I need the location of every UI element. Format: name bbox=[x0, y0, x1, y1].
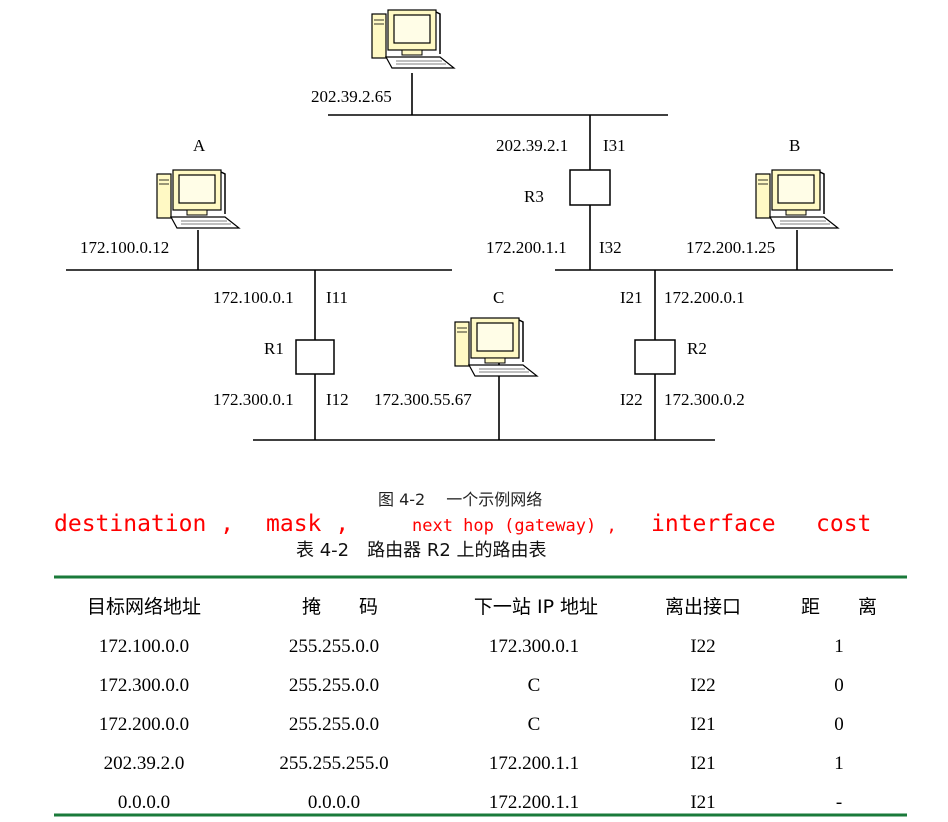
header-destination: 目标网络地址 bbox=[87, 596, 201, 618]
r2-bottom-ip: 172.300.0.2 bbox=[664, 390, 745, 409]
cell-next-hop: C bbox=[528, 714, 541, 735]
r2-label: R2 bbox=[687, 339, 707, 358]
network-links bbox=[66, 73, 893, 441]
r1-top-interface: I11 bbox=[326, 288, 348, 307]
annotation-destination: destination , bbox=[54, 511, 234, 537]
r2-top-ip: 172.200.0.1 bbox=[664, 288, 745, 307]
header-mask: 掩 码 bbox=[302, 596, 378, 618]
r2-top-interface: I21 bbox=[620, 288, 643, 307]
r3-top-ip: 202.39.2.1 bbox=[496, 136, 568, 155]
routing-table-header: 目标网络地址 掩 码 下一站 IP 地址 离出接口 距 离 bbox=[87, 596, 877, 618]
cell-mask: 255.255.0.0 bbox=[289, 714, 379, 735]
cell-destination: 172.100.0.0 bbox=[99, 636, 189, 657]
r3-top-interface: I31 bbox=[603, 136, 626, 155]
table-title: 表 4-2 路由器 R2 上的路由表 bbox=[296, 540, 547, 561]
header-interface: 离出接口 bbox=[665, 596, 741, 618]
header-distance: 距 离 bbox=[801, 596, 877, 618]
r3-bottom-interface: I32 bbox=[599, 238, 622, 257]
r1-label: R1 bbox=[264, 339, 284, 358]
host-c-ip: 172.300.55.67 bbox=[374, 390, 472, 409]
table-row: 0.0.0.0 0.0.0.0 172.200.1.1 I21 - bbox=[118, 792, 842, 813]
table-row: 202.39.2.0 255.255.255.0 172.200.1.1 I21… bbox=[104, 753, 844, 774]
routing-table-body: 172.100.0.0 255.255.0.0 172.300.0.1 I22 … bbox=[99, 636, 844, 813]
cell-interface: I21 bbox=[690, 792, 715, 813]
r3-label: R3 bbox=[524, 187, 544, 206]
cell-distance: 0 bbox=[834, 675, 844, 696]
cell-next-hop: 172.300.0.1 bbox=[489, 636, 579, 657]
r3-bottom-ip: 172.200.1.1 bbox=[486, 238, 567, 257]
cell-mask: 255.255.0.0 bbox=[289, 675, 379, 696]
cell-destination: 202.39.2.0 bbox=[104, 753, 185, 774]
r1-top-ip: 172.100.0.1 bbox=[213, 288, 294, 307]
cell-destination: 172.200.0.0 bbox=[99, 714, 189, 735]
cell-interface: I22 bbox=[690, 675, 715, 696]
cell-mask: 255.255.255.0 bbox=[279, 753, 388, 774]
header-next-hop: 下一站 IP 地址 bbox=[474, 596, 598, 618]
host-b-computer-icon bbox=[755, 169, 839, 229]
router-r3 bbox=[569, 169, 611, 206]
cell-next-hop: 172.200.1.1 bbox=[489, 753, 579, 774]
cell-distance: 1 bbox=[834, 636, 844, 657]
router-r2 bbox=[634, 339, 676, 375]
host-a-label: A bbox=[193, 136, 206, 155]
cell-distance: 0 bbox=[834, 714, 844, 735]
table-row: 172.100.0.0 255.255.0.0 172.300.0.1 I22 … bbox=[99, 636, 844, 657]
annotation-cost: cost bbox=[816, 511, 871, 537]
cell-interface: I21 bbox=[690, 753, 715, 774]
host-b-ip: 172.200.1.25 bbox=[686, 238, 775, 257]
host-b-label: B bbox=[789, 136, 800, 155]
cell-interface: I21 bbox=[690, 714, 715, 735]
cell-next-hop: 172.200.1.1 bbox=[489, 792, 579, 813]
router-r1 bbox=[295, 339, 335, 375]
r1-bottom-ip: 172.300.0.1 bbox=[213, 390, 294, 409]
figure-caption: 图 4-2 一个示例网络 bbox=[378, 490, 542, 509]
host-a-computer-icon bbox=[156, 169, 240, 229]
host-a-ip: 172.100.0.12 bbox=[80, 238, 169, 257]
top-host-computer-icon bbox=[371, 9, 455, 69]
cell-distance: - bbox=[836, 792, 842, 813]
table-row: 172.300.0.0 255.255.0.0 C I22 0 bbox=[99, 675, 844, 696]
annotation-interface: interface bbox=[651, 511, 776, 537]
cell-destination: 172.300.0.0 bbox=[99, 675, 189, 696]
top-host-ip: 202.39.2.65 bbox=[311, 87, 392, 106]
cell-next-hop: C bbox=[528, 675, 541, 696]
cell-distance: 1 bbox=[834, 753, 844, 774]
annotation-next-hop: next hop (gateway) , bbox=[412, 516, 617, 536]
r1-bottom-interface: I12 bbox=[326, 390, 349, 409]
cell-mask: 0.0.0.0 bbox=[308, 792, 360, 813]
annotation-mask: mask , bbox=[266, 511, 349, 537]
cell-mask: 255.255.0.0 bbox=[289, 636, 379, 657]
table-row: 172.200.0.0 255.255.0.0 C I21 0 bbox=[99, 714, 844, 735]
cell-destination: 0.0.0.0 bbox=[118, 792, 170, 813]
cell-interface: I22 bbox=[690, 636, 715, 657]
host-c-computer-icon bbox=[454, 317, 538, 377]
r2-bottom-interface: I22 bbox=[620, 390, 643, 409]
host-c-label: C bbox=[493, 288, 504, 307]
